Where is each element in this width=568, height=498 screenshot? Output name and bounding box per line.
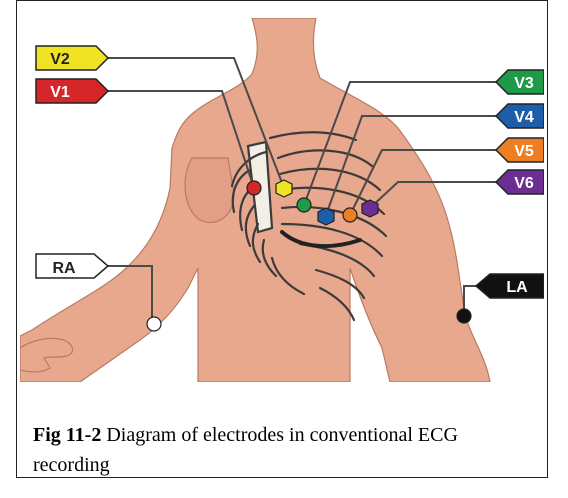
- figure-caption: Fig 11-2 Diagram of electrodes in conven…: [33, 420, 533, 480]
- figure-label: Fig 11-2: [33, 424, 101, 446]
- tag-v3-label: V3: [514, 75, 534, 92]
- electrode-v3: [297, 198, 311, 212]
- electrode-v4: [318, 208, 334, 225]
- tag-v2-label: V2: [50, 51, 70, 68]
- tag-la-label: LA: [506, 279, 528, 296]
- electrode-v5: [343, 208, 357, 222]
- tag-v2: [36, 46, 108, 70]
- tag-v1-label: V1: [50, 84, 70, 101]
- electrode-v6: [362, 200, 378, 217]
- electrode-la: [457, 309, 471, 323]
- electrode-v1: [247, 181, 261, 195]
- electrode-ra: [147, 317, 161, 331]
- tag-v6-label: V6: [514, 175, 534, 192]
- tag-v5-label: V5: [514, 143, 534, 160]
- ecg-electrode-diagram: V2 V1 V3 V4 V5 V6 RA LA: [20, 18, 544, 382]
- electrode-v2: [276, 180, 292, 197]
- tag-v4-label: V4: [514, 109, 534, 126]
- tag-v1: [36, 79, 108, 103]
- tag-ra-label: RA: [52, 260, 76, 277]
